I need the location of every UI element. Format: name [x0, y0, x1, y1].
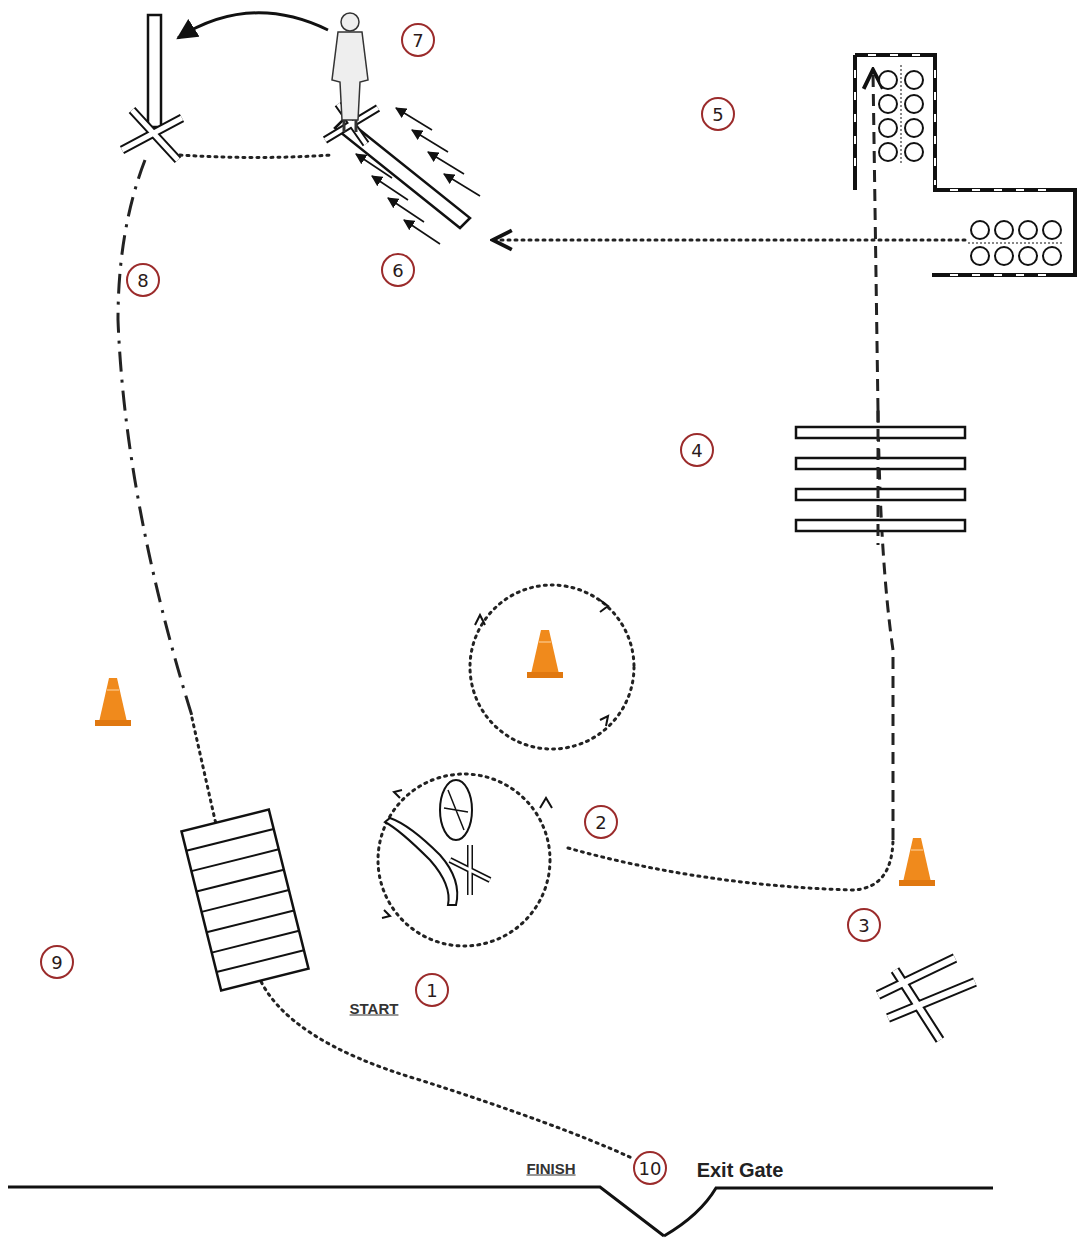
cone [899, 838, 935, 886]
callout-number: 5 [701, 97, 735, 131]
ground-poles [796, 427, 965, 531]
course-label: FINISH [524, 1160, 577, 1177]
barrel-chute [855, 55, 1075, 275]
upright-pole [122, 15, 182, 160]
course-label: START [348, 1000, 401, 1017]
callout-number: 4 [680, 433, 714, 467]
arena-fence [8, 1187, 993, 1236]
back-through-rails [325, 104, 480, 244]
callout-number: 7 [401, 23, 435, 57]
figure-eight-path [378, 585, 634, 946]
crossed-rails [878, 958, 975, 1040]
course-path [877, 410, 880, 545]
callout-number: 1 [415, 973, 449, 1007]
course-path [118, 160, 192, 716]
cone [95, 678, 131, 726]
course-path [878, 410, 893, 840]
move-arrow [178, 13, 328, 38]
callout-number: 9 [40, 945, 74, 979]
person-figure [332, 13, 368, 132]
course-label: Exit Gate [695, 1159, 786, 1182]
callout-number: 8 [126, 263, 160, 297]
bridge-obstacle [181, 810, 308, 991]
direction-arrowheads [382, 600, 608, 918]
cone [527, 630, 563, 678]
course-path [568, 840, 893, 890]
course-path [180, 155, 332, 158]
course-path [495, 239, 965, 242]
callout-number: 3 [847, 908, 881, 942]
callout-number: 6 [381, 253, 415, 287]
callout-number: 2 [584, 805, 618, 839]
mounting-block [385, 780, 490, 905]
callout-number: 10 [633, 1151, 667, 1185]
